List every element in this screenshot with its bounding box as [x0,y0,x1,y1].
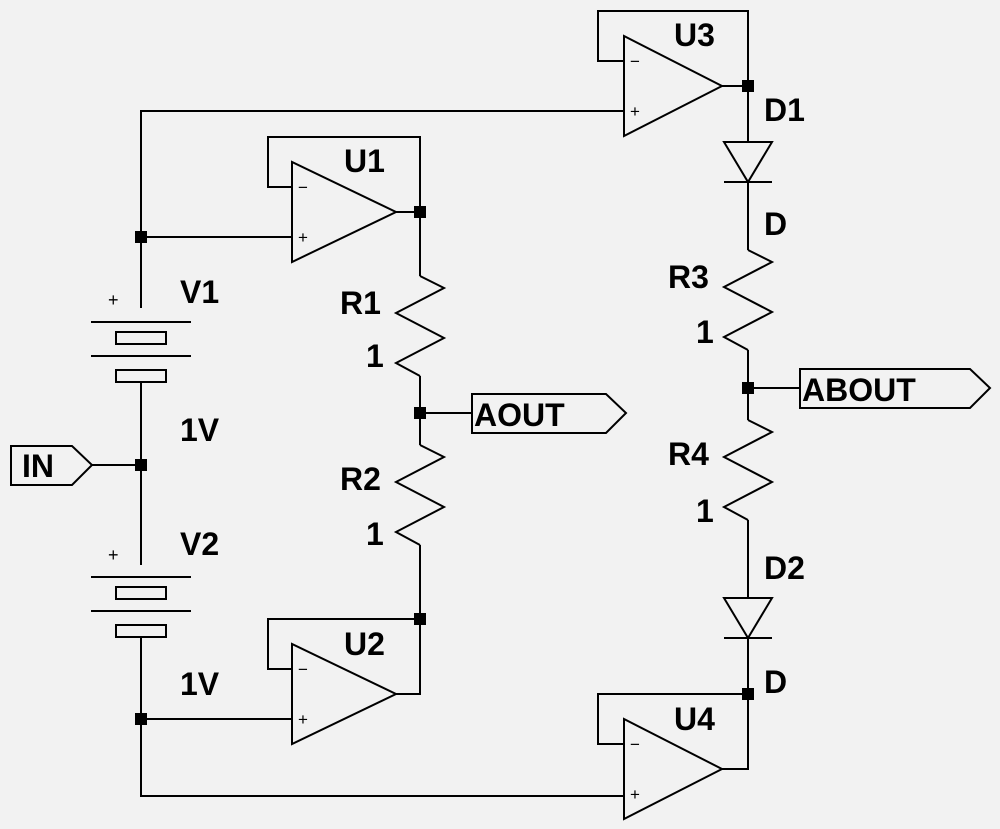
wire-u2-feedback [267,618,420,670]
resistor-value: 1 [366,338,384,374]
diode-d1: D1 D [722,92,805,242]
voltage-source-v2: + V2 1V [91,526,220,702]
non-inverting-input-sign: + [298,228,308,247]
output-port-flag [471,393,628,434]
battery-plate [115,586,167,600]
source-label: V2 [180,526,219,562]
resistor-zigzag [393,444,447,546]
opamp-symbol [623,34,725,138]
diode-label: D1 [764,92,805,128]
resistor-label: R4 [668,436,709,472]
opamp-u4: − + U4 [623,701,725,821]
inverting-input-sign: − [630,52,640,71]
diode-triangle [722,141,774,184]
diode-triangle [722,597,774,640]
resistor-label: R3 [668,259,709,295]
junction-node [135,713,147,725]
output-port-flag [799,368,992,409]
opamp-u3: − + U3 [623,17,725,138]
junction-node [414,613,426,625]
resistor-value: 1 [696,314,714,350]
resistor-value: 1 [366,516,384,552]
opamp-u1: − + U1 [291,143,399,264]
resistor-r4: R4 1 [668,419,775,529]
source-value: 1V [180,666,220,702]
wire-u3-feedback [597,10,749,86]
source-label: V1 [180,274,219,310]
battery-plate [115,331,167,345]
resistor-label: R2 [340,461,381,497]
junction-node [742,80,754,92]
junction-node [135,231,147,243]
input-port-flag [10,445,94,486]
wire-u4-feedback [597,693,748,745]
port-label: ABOUT [802,372,916,408]
port-label: IN [22,448,54,484]
opamp-u2: − + U2 [291,626,399,746]
opamp-label: U1 [344,143,385,179]
opamp-symbol [291,642,399,746]
port-about: ABOUT [799,368,992,409]
opamp-symbol [291,160,399,264]
opamp-label: U4 [674,701,715,737]
wire-u1-feedback [267,136,421,212]
non-inverting-input-sign: + [298,710,308,729]
non-inverting-input-sign: + [630,785,640,804]
resistor-value: 1 [696,493,714,529]
resistor-r2: R2 1 [340,444,447,552]
battery-plate [115,624,167,638]
polarity-plus-sign: + [108,545,119,565]
non-inverting-input-sign: + [630,102,640,121]
voltage-source-v1: + V1 1V [91,274,220,448]
opamp-label: U3 [674,17,715,53]
wire-d2-u4-out [722,638,749,770]
resistor-zigzag [721,419,775,521]
wire-v2-to-u4-plus [140,637,624,797]
resistor-zigzag [393,275,447,377]
port-label: AOUT [474,397,565,433]
battery-plate [115,369,167,383]
diode-label: D2 [764,550,805,586]
port-in: IN [10,445,94,486]
diode-model: D [764,664,787,700]
junction-node [742,382,754,394]
diode-model: D [764,206,787,242]
source-value: 1V [180,412,220,448]
junction-node [135,459,147,471]
wire-r2-u2-out [396,545,421,695]
resistor-zigzag [721,249,775,351]
inverting-input-sign: − [298,178,308,197]
junction-node [414,407,426,419]
junction-node [414,206,426,218]
resistor-r1: R1 1 [340,275,447,377]
inverting-input-sign: − [630,735,640,754]
wire-u3-out-d1 [722,85,749,142]
opamp-symbol [623,717,725,821]
polarity-plus-sign: + [108,290,119,310]
wire-u1-out-r1 [396,211,421,276]
port-aout: AOUT [471,393,628,434]
junctions [135,80,754,725]
junction-node [742,688,754,700]
opamp-label: U2 [344,626,385,662]
diode-d2: D2 D [722,550,805,700]
resistor-label: R1 [340,285,381,321]
resistor-r3: R3 1 [668,249,775,351]
inverting-input-sign: − [298,660,308,679]
